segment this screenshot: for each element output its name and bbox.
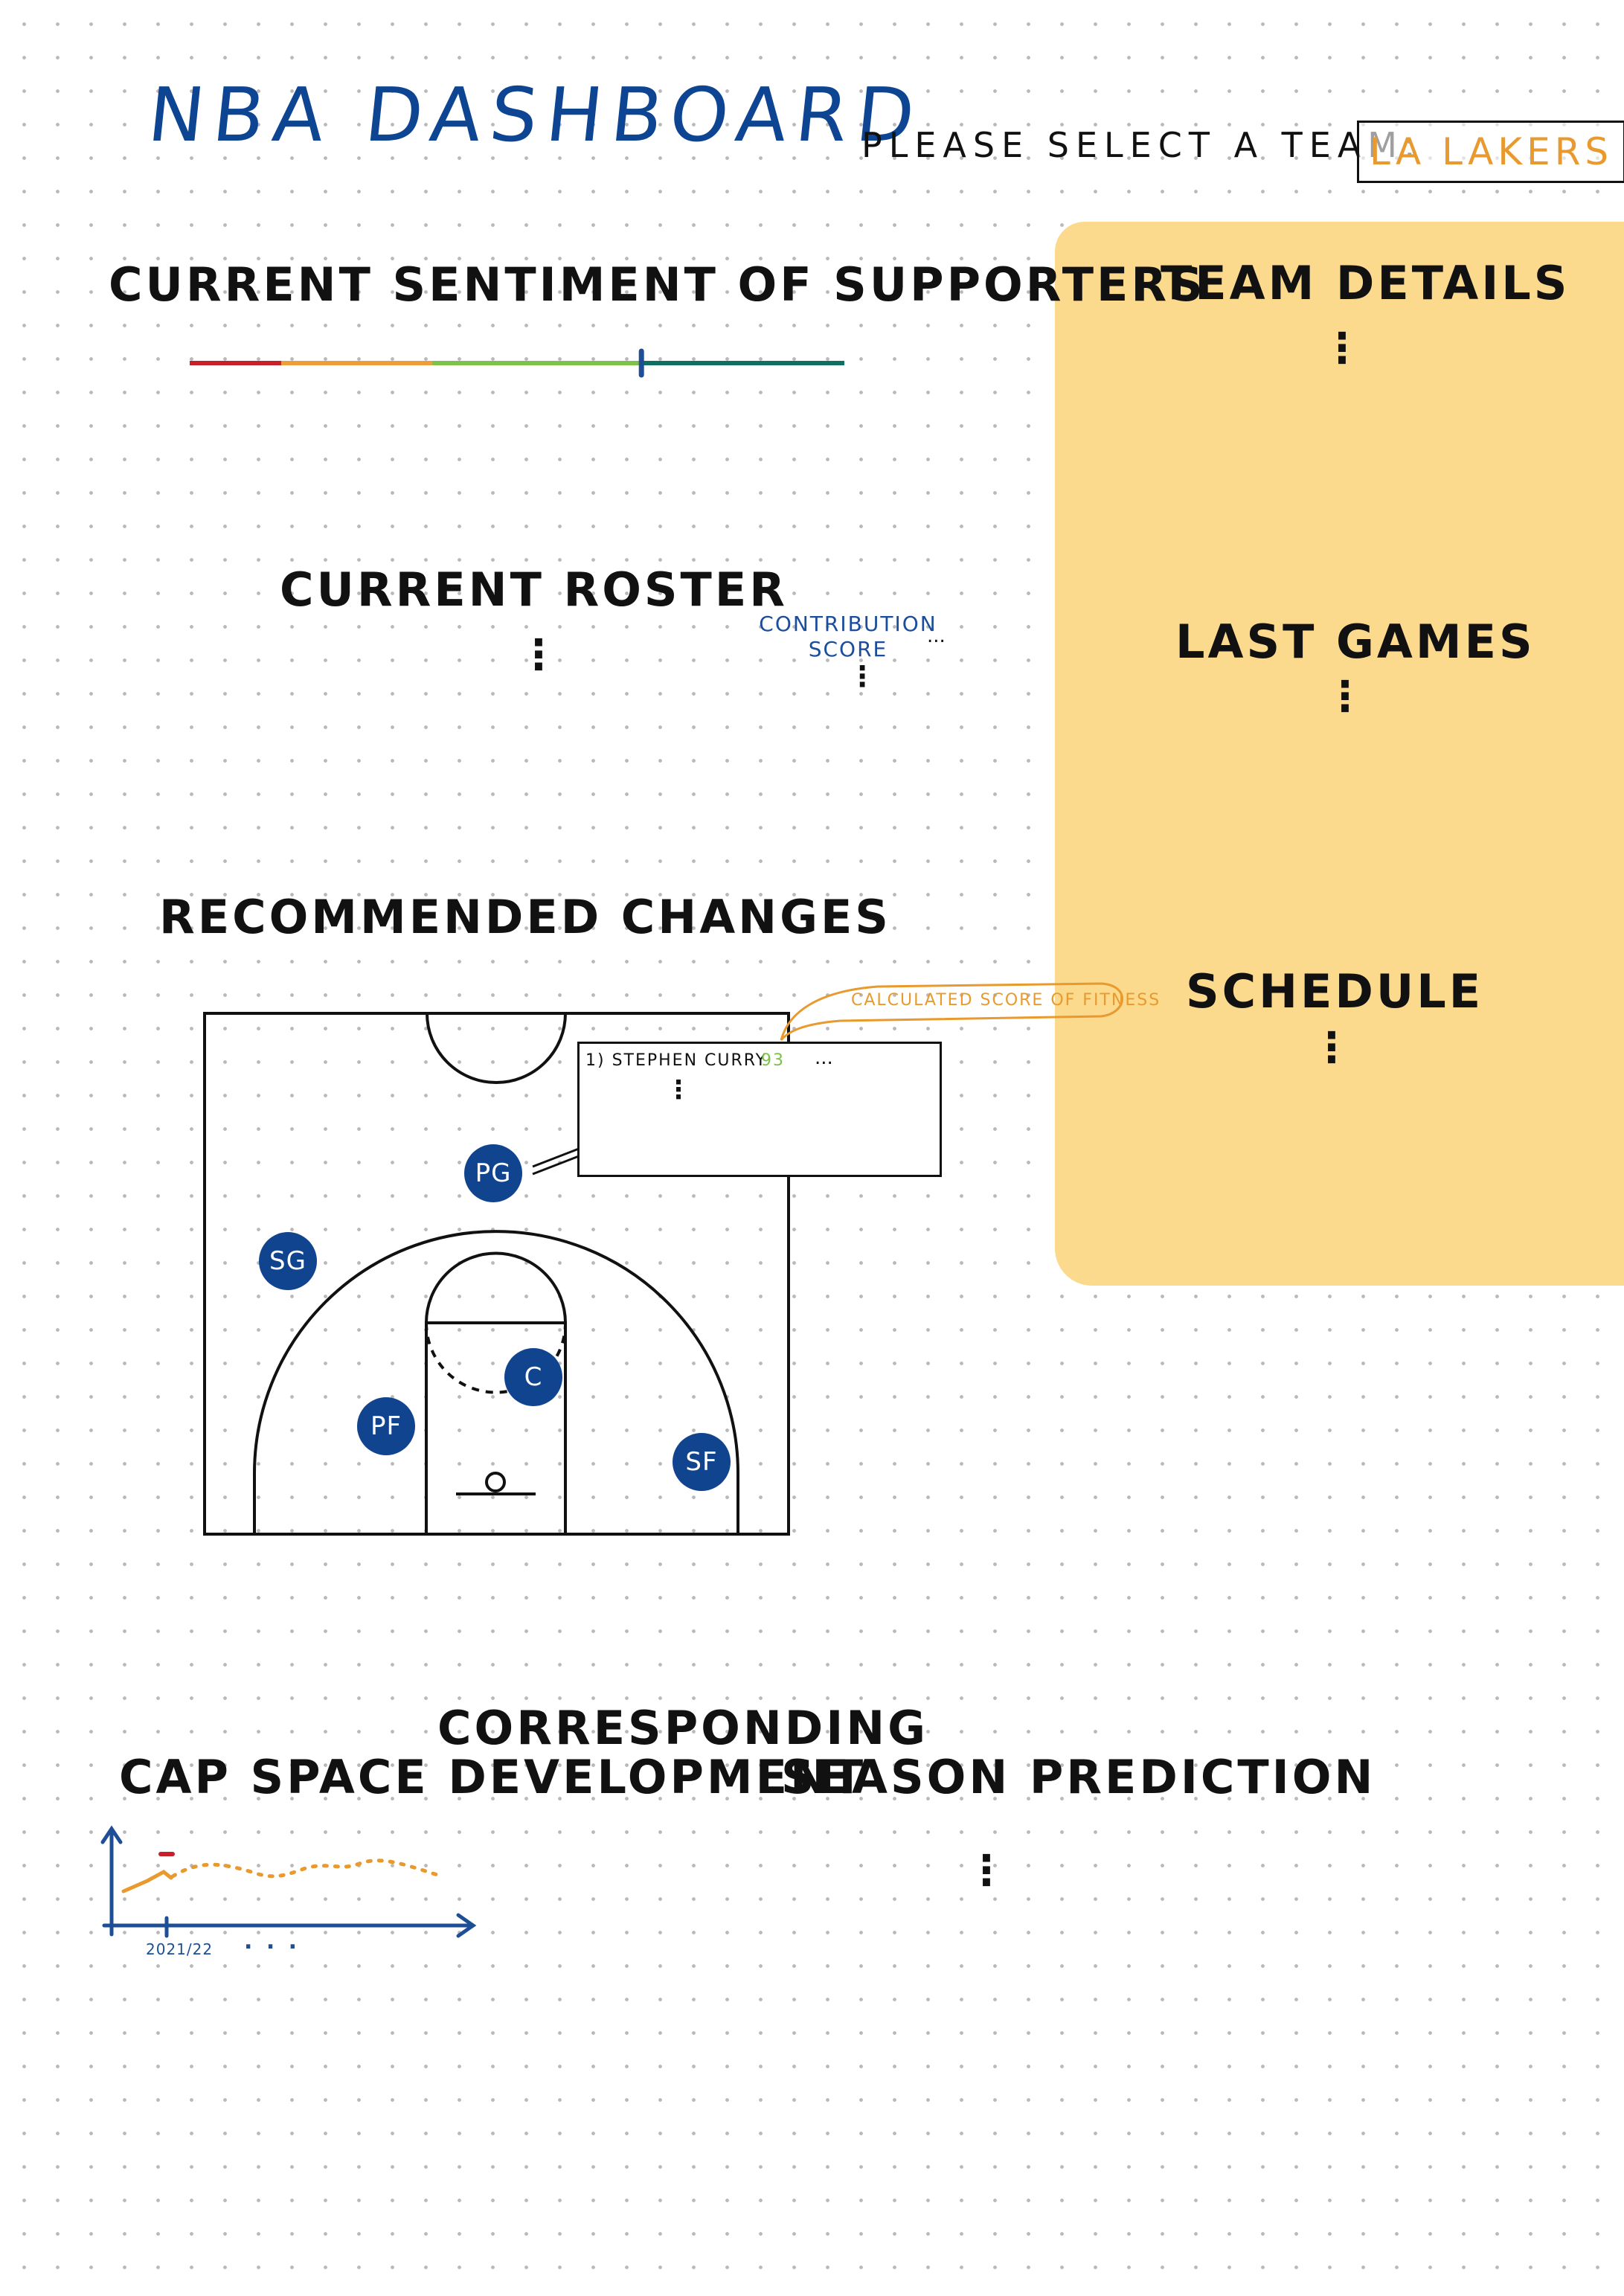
season-heading-line1: CORRESPONDING <box>437 1701 929 1755</box>
team-side-panel <box>1055 222 1624 1286</box>
position-pf-badge[interactable]: PF <box>357 1397 415 1455</box>
callout-line-1 <box>532 1147 580 1168</box>
cap-space-x-label: 2021/22 <box>146 1940 214 1958</box>
three-point-arc <box>253 1230 739 1534</box>
suggestion-player-name[interactable]: 1) STEPHEN CURRY <box>585 1051 768 1070</box>
cap-space-x-more: . . . <box>244 1928 301 1955</box>
cap-space-x-arrow <box>456 1913 477 1938</box>
last-games-ellipsis: ⋮ <box>1324 673 1366 721</box>
position-sg-badge[interactable]: SG <box>259 1232 317 1290</box>
sentiment-meter <box>190 348 844 378</box>
team-details-heading: TEAM DETAILS <box>1161 256 1570 310</box>
season-heading-line2: SEASON PREDICTION <box>781 1750 1376 1804</box>
page-title: NBA DASHBOARD <box>144 71 928 158</box>
team-select-label: PLEASE SELECT A TEAM: <box>861 125 1422 165</box>
basket-rim <box>485 1472 506 1492</box>
suggestion-more: ... <box>815 1047 833 1069</box>
contribution-more: ... <box>927 625 946 647</box>
suggestion-card[interactable]: 1) STEPHEN CURRY 93 ... ⋮ <box>577 1042 942 1177</box>
position-c-badge[interactable]: C <box>504 1348 562 1406</box>
cap-space-chart <box>100 1825 477 1938</box>
fitness-callout-label: CALCULATED SCORE OF FITNESS <box>851 991 1161 1010</box>
schedule-heading: SCHEDULE <box>1186 964 1484 1019</box>
position-pg-badge[interactable]: PG <box>464 1144 522 1202</box>
season-ellipsis: ⋮ <box>966 1847 1007 1895</box>
position-sf-badge[interactable]: SF <box>673 1433 731 1491</box>
team-details-ellipsis: ⋮ <box>1321 324 1363 373</box>
cap-space-y-arrow <box>100 1825 123 1844</box>
contribution-label-line1: CONTRIBUTION <box>759 612 937 636</box>
contribution-label-line2: SCORE <box>808 637 888 661</box>
cap-space-projected-line <box>170 1859 440 1879</box>
roster-ellipsis: ⋮ <box>518 631 559 679</box>
cap-space-heading: CAP SPACE DEVELOPMENT <box>119 1750 867 1804</box>
suggestion-ellipsis: ⋮ <box>666 1075 691 1105</box>
callout-line-2 <box>532 1155 580 1176</box>
recommended-heading: RECOMMENDED CHANGES <box>159 890 891 944</box>
contribution-ellipsis: ⋮ <box>848 660 876 693</box>
schedule-ellipsis: ⋮ <box>1311 1024 1352 1072</box>
last-games-heading: LAST GAMES <box>1175 615 1535 669</box>
sentiment-heading: CURRENT SENTIMENT OF SUPPORTERS <box>109 257 1206 312</box>
roster-heading: CURRENT ROSTER <box>280 562 788 617</box>
free-throw-circle-top <box>425 1251 567 1324</box>
center-circle <box>426 1013 567 1084</box>
team-select-dropdown[interactable]: LA LAKERS <box>1357 121 1624 183</box>
contribution-score-label: CONTRIBUTION SCORE <box>759 612 937 662</box>
suggestion-player-score: 93 <box>761 1051 785 1070</box>
cap-space-actual-line <box>121 1870 173 1893</box>
